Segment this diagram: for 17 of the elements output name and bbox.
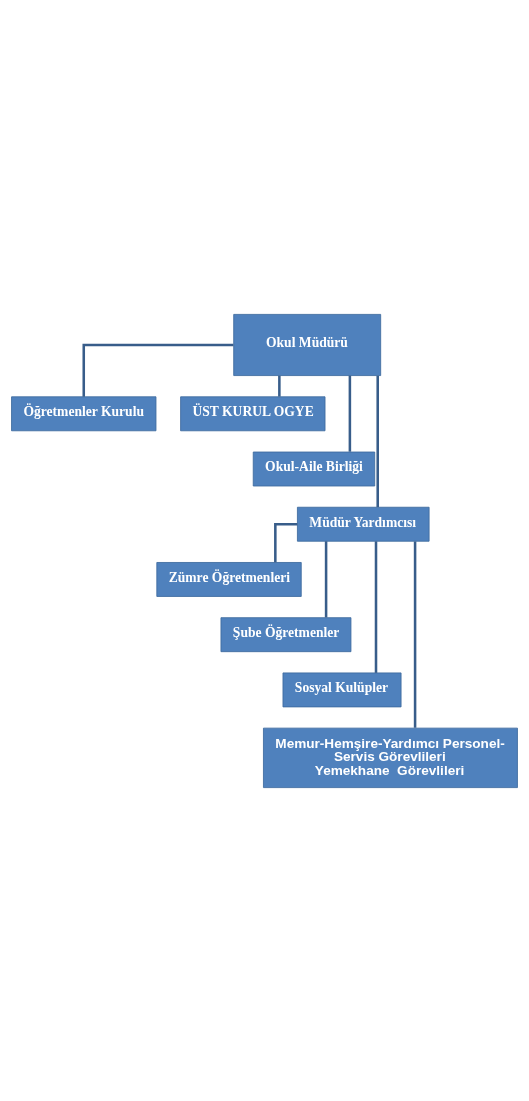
connector — [274, 522, 298, 562]
node-box: Öğretmenler Kurulu — [11, 395, 157, 431]
connector — [348, 375, 352, 452]
connector — [413, 540, 417, 728]
node-box: Müdür Yardımcısı — [297, 506, 430, 542]
node-box: Şube Öğretmenler — [220, 616, 352, 652]
connector — [324, 540, 328, 617]
node-box: ÜST KURUL OGYE — [180, 395, 326, 431]
node-box: Memur-Hemşire-Yardımcı Personel- Servis Görevlileri Yemekhane Görevlileri — [263, 727, 518, 788]
node-box: Sosyal Kulüpler — [282, 672, 402, 707]
connector — [82, 343, 234, 397]
connector — [374, 540, 378, 673]
connector — [278, 375, 281, 397]
connector — [376, 375, 379, 507]
node-box: Zümre Öğretmenleri — [156, 561, 302, 597]
node-box: Okul Müdürü — [233, 313, 382, 376]
node-box: Okul-Aile Birliği — [252, 451, 376, 486]
